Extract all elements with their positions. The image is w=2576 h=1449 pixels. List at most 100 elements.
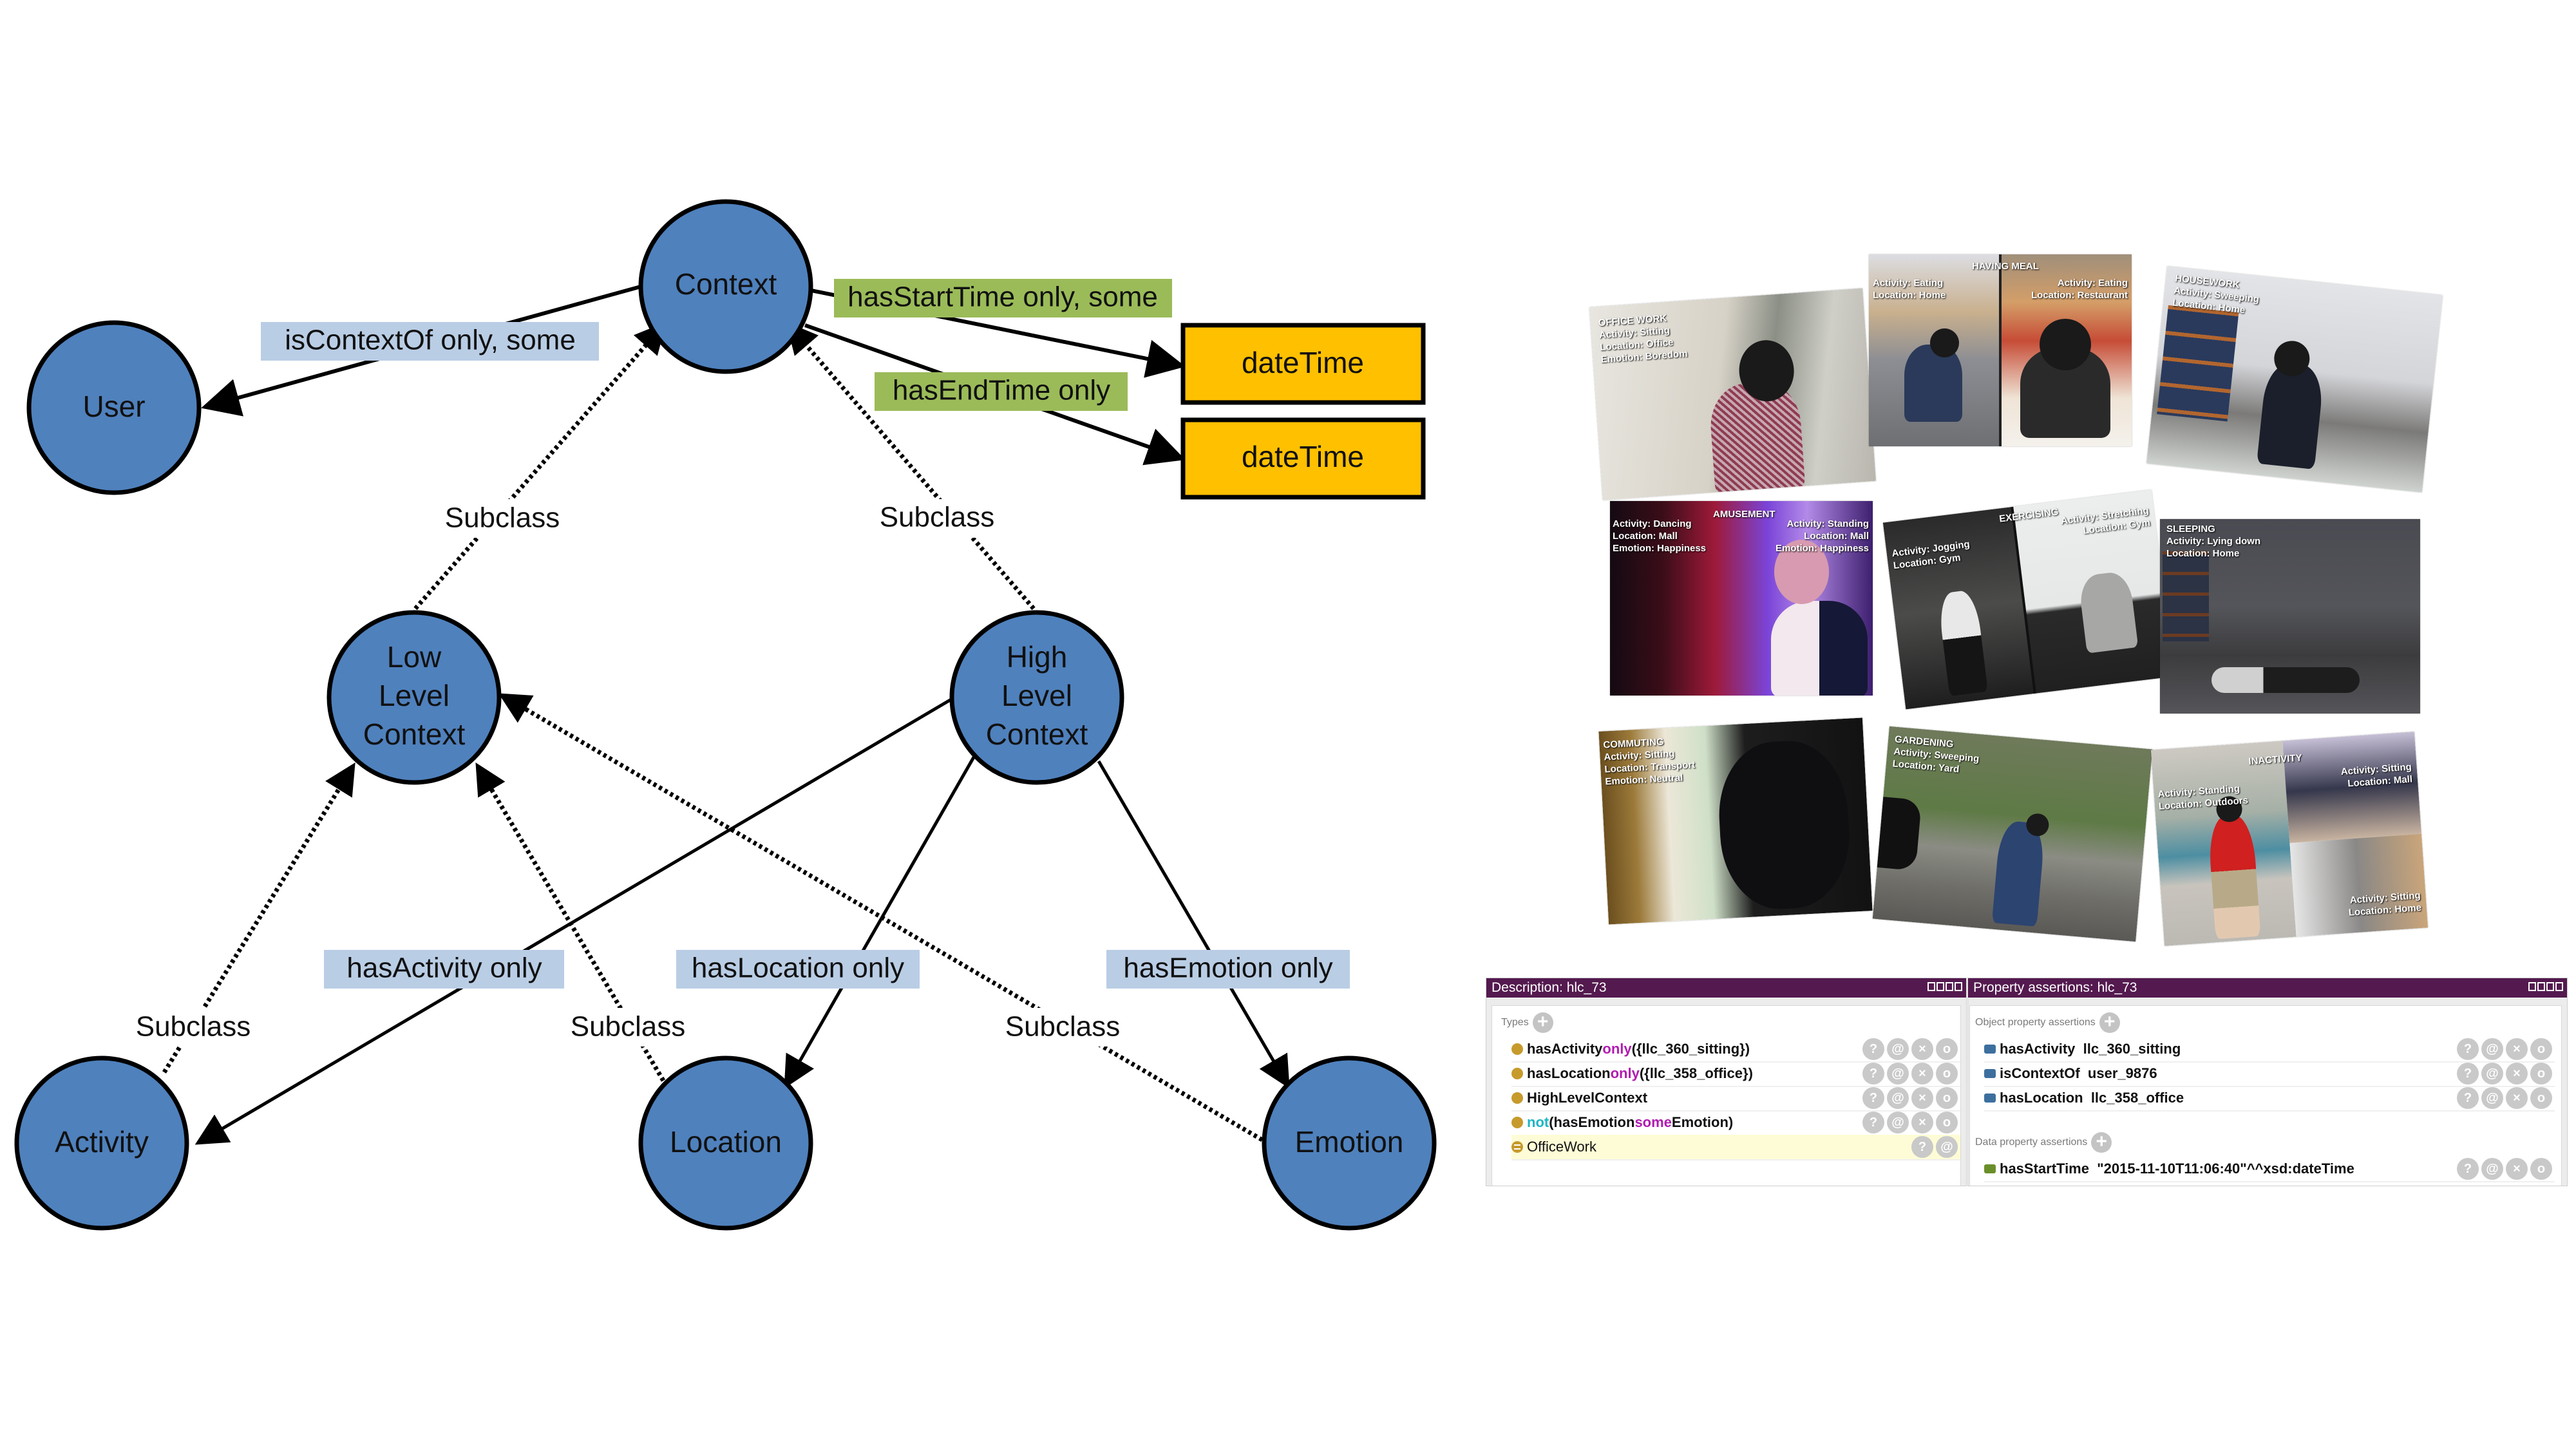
edit-button[interactable]: o	[2530, 1038, 2552, 1060]
node-location[interactable]: Location	[638, 1056, 813, 1231]
delete-button[interactable]: ×	[1911, 1063, 1933, 1084]
types-label: Types	[1501, 1017, 1529, 1028]
edit-button[interactable]: o	[2530, 1158, 2552, 1180]
explain-button[interactable]: ?	[1862, 1038, 1884, 1060]
explain-button[interactable]: ?	[1862, 1087, 1884, 1109]
node-user-label: User	[82, 390, 145, 423]
maximize-icon[interactable]	[2546, 982, 2554, 991]
explain-button[interactable]: ?	[2457, 1087, 2479, 1109]
add-type-button[interactable]: +	[1532, 1012, 1553, 1033]
edit-button[interactable]: o	[1936, 1063, 1958, 1084]
delete-button[interactable]: ×	[2506, 1087, 2528, 1109]
object-property-label: Object property assertions	[1975, 1017, 2096, 1028]
caption: Activity: Sitting Location: Office Emoti…	[1598, 325, 1689, 366]
delete-button[interactable]: ×	[2506, 1038, 2528, 1060]
type-row[interactable]: not (hasEmotion some Emotion) ? @ × o	[1511, 1110, 1960, 1136]
annotate-button[interactable]: @	[2481, 1063, 2503, 1084]
edge-has-emotion	[1097, 760, 1290, 1089]
explain-button[interactable]: ?	[1862, 1063, 1884, 1084]
delete-button[interactable]: ×	[1911, 1112, 1933, 1133]
delete-button[interactable]: ×	[1911, 1038, 1933, 1060]
node-user[interactable]: User	[26, 320, 202, 495]
node-low-level-context[interactable]: Low Level Context	[327, 610, 502, 785]
node-datetime-end[interactable]: dateTime	[1180, 417, 1426, 500]
data-property-section: Data property assertions +	[1975, 1132, 2112, 1153]
node-datetime-start[interactable]: dateTime	[1180, 323, 1426, 405]
annotate-button[interactable]: @	[1887, 1038, 1909, 1060]
annotate-button[interactable]: @	[2481, 1158, 2503, 1180]
inferred-type-row[interactable]: OfficeWork ? @	[1511, 1135, 1960, 1160]
type-row[interactable]: hasLocation only ({llc_358_office}) ? @ …	[1511, 1061, 1960, 1087]
class-expression-icon	[1511, 1068, 1523, 1079]
person-head	[1774, 540, 1829, 604]
node-high-level-context[interactable]: High Level Context	[949, 610, 1124, 785]
explain-button[interactable]: ?	[2457, 1063, 2479, 1084]
edit-button[interactable]: o	[1936, 1087, 1958, 1109]
edit-button[interactable]: o	[1936, 1112, 1958, 1133]
explain-button[interactable]: ?	[1911, 1136, 1933, 1158]
node-hlc-label-3: Context	[986, 717, 1088, 751]
explain-button[interactable]: ?	[2457, 1038, 2479, 1060]
node-emotion[interactable]: Emotion	[1262, 1056, 1437, 1231]
label-has-activity: hasActivity only	[346, 952, 542, 984]
ontology-diagram: Subclass Subclass Subclass Subclass Subc…	[14, 199, 1437, 1231]
node-activity[interactable]: Activity	[14, 1056, 189, 1231]
photo-office-work: OFFICE WORK Activity: Sitting Location: …	[1589, 288, 1876, 500]
divider	[1999, 254, 2002, 446]
close-view-icon[interactable]	[1955, 982, 1962, 991]
explain-button[interactable]: ?	[2457, 1158, 2479, 1180]
bookshelf	[2157, 305, 2239, 422]
object-property-icon	[1984, 1045, 1996, 1054]
edge-has-activity	[194, 697, 952, 1145]
annotate-button[interactable]: @	[1887, 1087, 1909, 1109]
close-view-icon[interactable]	[2555, 982, 2563, 991]
caption-title: AMUSEMENT	[1713, 509, 1776, 520]
types-section: Types +	[1501, 1012, 1553, 1033]
row-actions: ? @ × o	[1862, 1038, 1958, 1060]
object-assertion-row[interactable]: isContextOf user_9876 ? @ × o	[1984, 1061, 2555, 1087]
description-panel-body: Types + hasActivity only ({llc_360_sitti…	[1492, 1005, 1961, 1186]
assertion-value: llc_360_sitting	[2083, 1041, 2181, 1057]
subclass-label-hlc: Subclass	[880, 502, 995, 533]
row-actions: ? @ × o	[2457, 1087, 2552, 1109]
row-actions: ? @ × o	[2457, 1158, 2552, 1180]
class-expression-icon	[1511, 1117, 1523, 1128]
annotate-button[interactable]: @	[2481, 1038, 2503, 1060]
edit-button[interactable]: o	[1936, 1038, 1958, 1060]
add-object-property-button[interactable]: +	[2099, 1012, 2120, 1033]
object-assertion-row[interactable]: hasActivity llc_360_sitting ? @ × o	[1984, 1037, 2555, 1063]
node-context[interactable]: Context	[638, 199, 813, 374]
node-llc-label-3: Context	[363, 717, 466, 751]
data-property-icon	[1984, 1164, 1996, 1173]
maximize-icon[interactable]	[1946, 982, 1953, 991]
node-datetime-end-label: dateTime	[1242, 440, 1364, 473]
object-property-section: Object property assertions +	[1975, 1012, 2120, 1033]
data-assertion-row[interactable]: hasStartTime "2015-11-10T11:06:40"^^xsd:…	[1984, 1157, 2555, 1182]
add-data-property-button[interactable]: +	[2091, 1132, 2112, 1153]
float-view-icon[interactable]	[1937, 982, 1944, 991]
keyword-only: only	[1602, 1041, 1632, 1057]
explain-button[interactable]: ?	[1862, 1112, 1884, 1133]
person-silhouette	[1771, 601, 1868, 696]
photo-inactivity: INACTIVITY Activity: Standing Location: …	[2150, 732, 2429, 946]
delete-button[interactable]: ×	[1911, 1087, 1933, 1109]
delete-button[interactable]: ×	[2506, 1158, 2528, 1180]
annotate-button[interactable]: @	[1936, 1136, 1958, 1158]
photo-exercising: EXERCISING Activity: Jogging Location: G…	[1882, 489, 2175, 710]
photo-having-meal: HAVING MEAL Activity: Eating Location: H…	[1869, 254, 2132, 446]
annotate-button[interactable]: @	[1887, 1063, 1909, 1084]
split-view-icon[interactable]	[2528, 982, 2536, 991]
type-row[interactable]: HighLevelContext ? @ × o	[1511, 1086, 1960, 1112]
split-view-icon[interactable]	[1927, 982, 1935, 991]
type-row[interactable]: hasActivity only ({llc_360_sitting}) ? @…	[1511, 1037, 1960, 1063]
annotate-button[interactable]: @	[1887, 1112, 1909, 1133]
float-view-icon[interactable]	[2537, 982, 2545, 991]
edit-button[interactable]: o	[2530, 1063, 2552, 1084]
edit-button[interactable]: o	[2530, 1087, 2552, 1109]
delete-button[interactable]: ×	[2506, 1063, 2528, 1084]
object-assertion-row[interactable]: hasLocation llc_358_office ? @ × o	[1984, 1086, 2555, 1112]
annotate-button[interactable]: @	[2481, 1087, 2503, 1109]
caption: Activity: Sitting Location: Transport Em…	[1604, 748, 1696, 788]
keyword-not: not	[1527, 1114, 1549, 1130]
caption: Activity: Sitting Location: Home	[2348, 890, 2422, 918]
